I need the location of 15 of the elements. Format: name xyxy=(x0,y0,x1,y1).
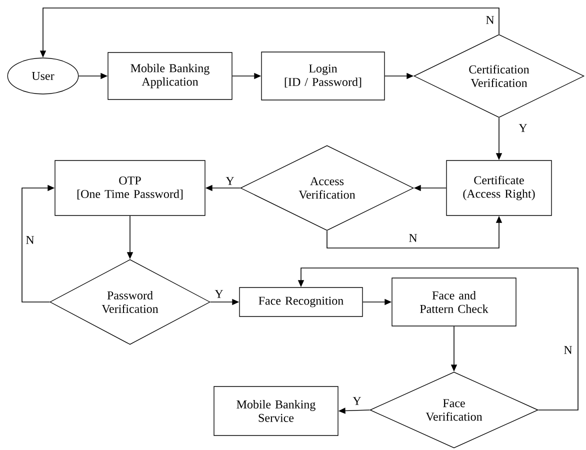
edge-label: N xyxy=(408,233,418,243)
process-box: OTP [One Time Password] xyxy=(54,160,206,216)
edge-label: Y xyxy=(214,289,224,299)
edge-label: N xyxy=(24,235,36,245)
process-box: Face and Pattern Check xyxy=(392,278,516,326)
edge-label: Y xyxy=(224,176,236,186)
edge-label: Y xyxy=(352,396,362,406)
edge-label: N xyxy=(484,15,496,25)
process-box: Login [ID / Password] xyxy=(261,52,385,100)
process-box: Certificate (Access Right) xyxy=(446,160,552,216)
edge-label: N xyxy=(562,345,574,355)
process-box: Mobile Banking Service xyxy=(214,386,338,436)
edge-label: Y xyxy=(518,123,528,133)
process-box: Mobile Banking Application xyxy=(108,52,232,100)
process-box: Face Recognition xyxy=(239,287,363,317)
